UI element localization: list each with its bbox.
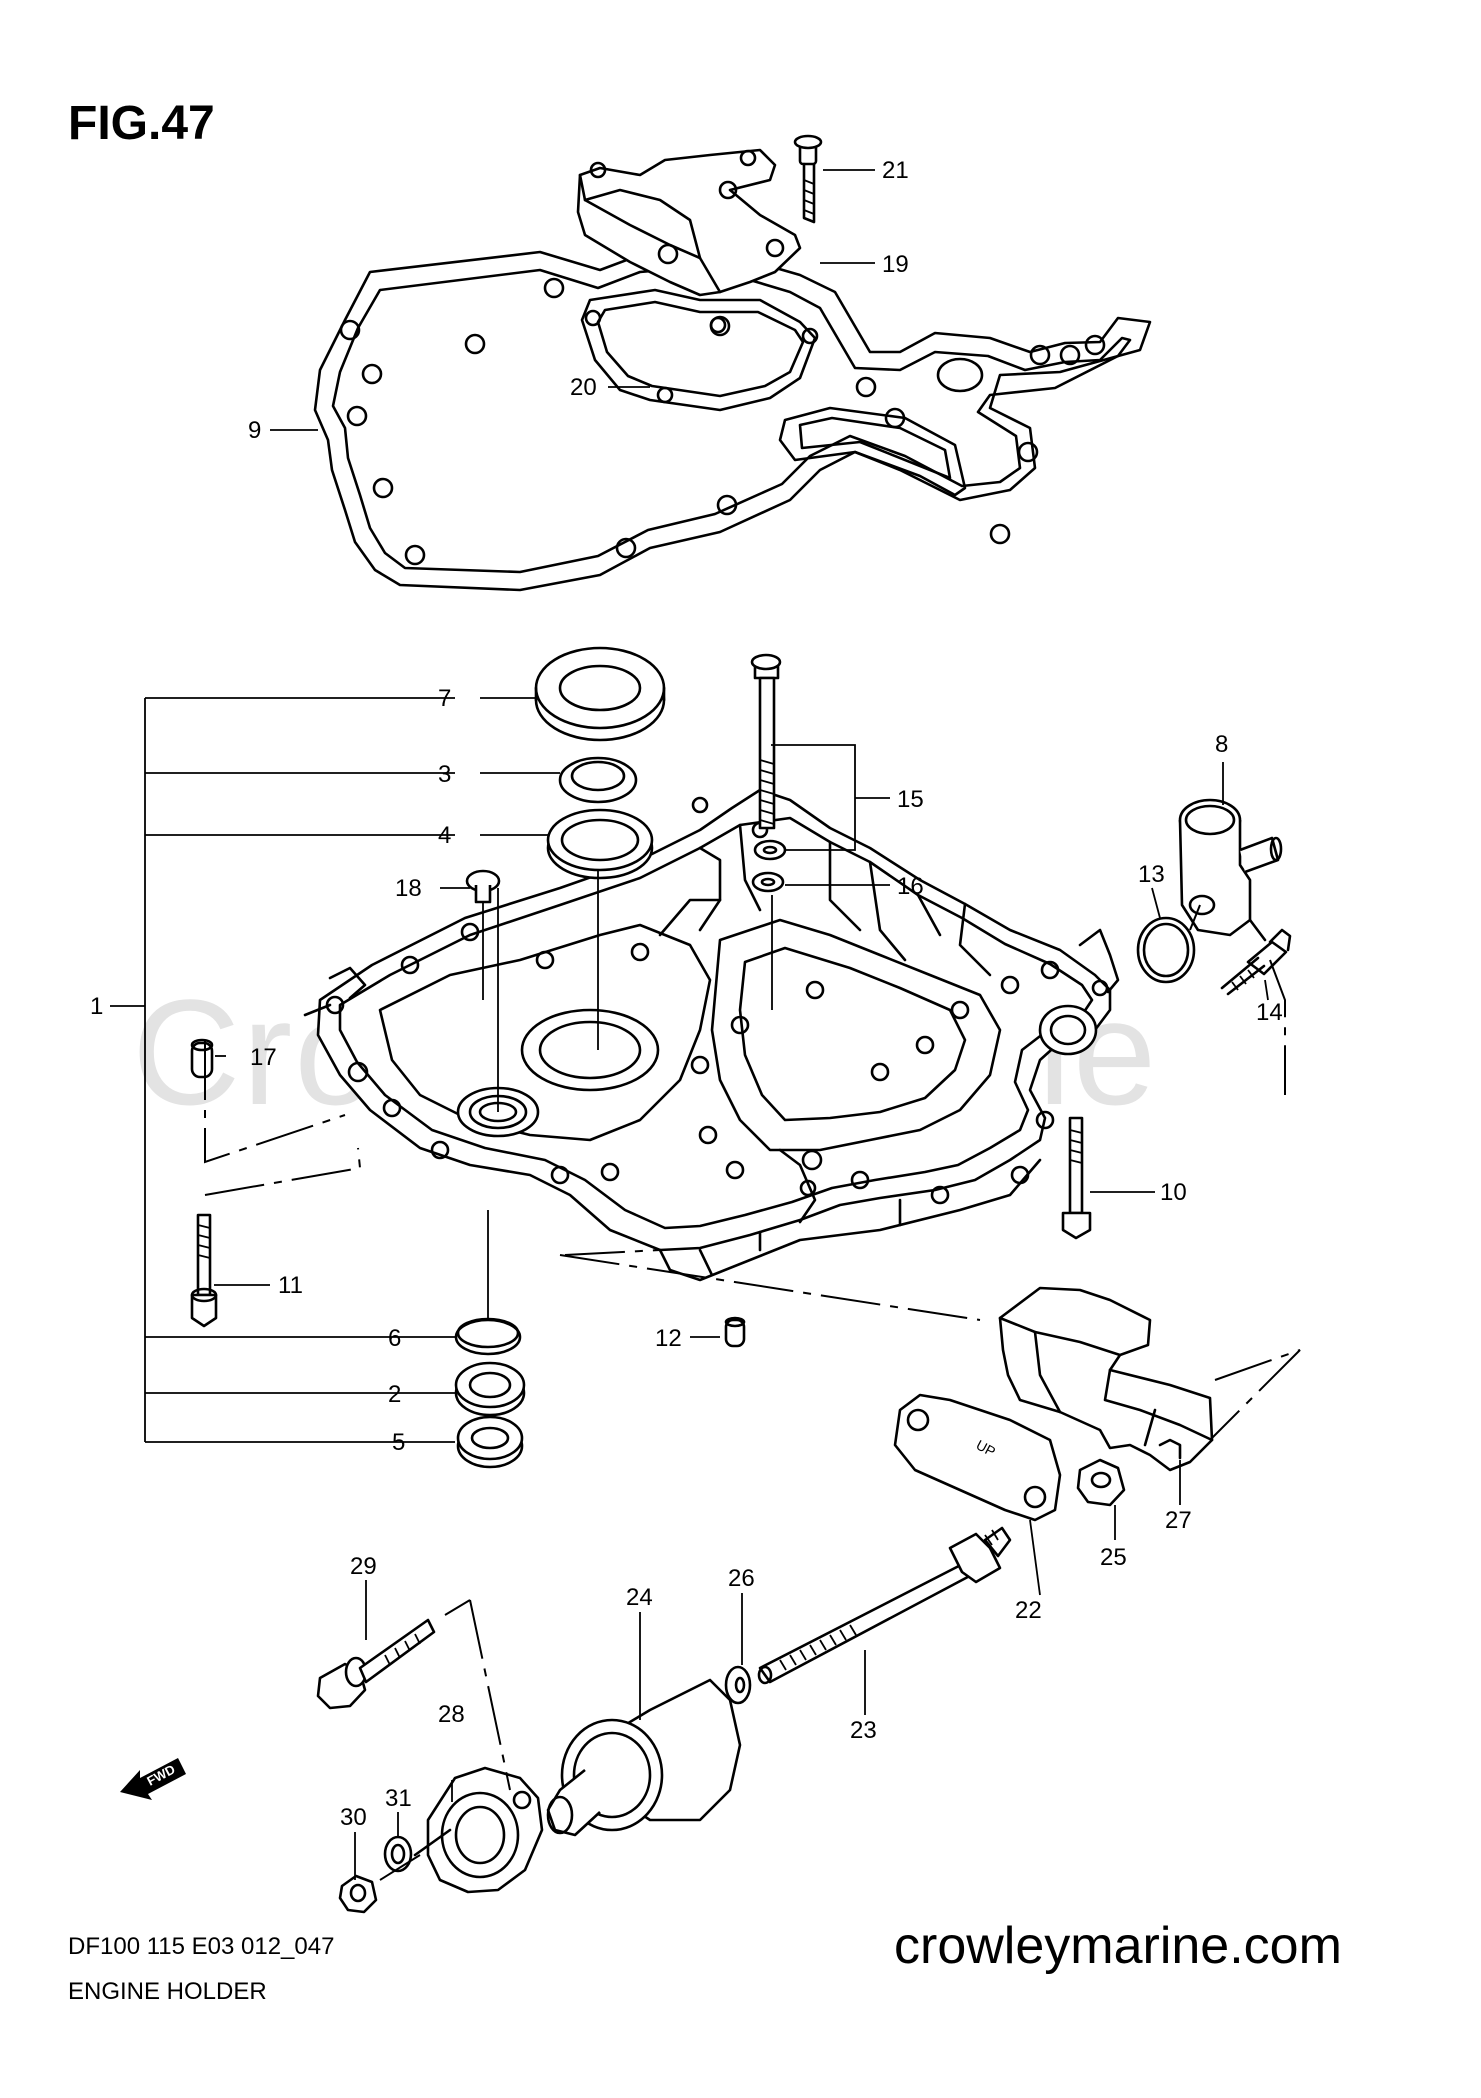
bolt-15	[750, 653, 787, 861]
bolt-11	[190, 1213, 218, 1328]
callout-2: 2	[388, 1381, 401, 1408]
callout-1: 1	[90, 993, 103, 1020]
seal-5	[456, 1415, 524, 1469]
callout-21: 21	[882, 157, 909, 184]
website-link[interactable]: crowleymarine.com	[894, 1917, 1342, 1975]
leader-lines	[214, 169, 1269, 1880]
fwd-arrow-icon: FWD	[120, 1758, 186, 1800]
callout-11: 11	[278, 1272, 303, 1299]
group-bracket-1	[110, 697, 455, 1443]
callout-18: 18	[395, 875, 422, 902]
figure-title: FIG.47	[68, 97, 215, 150]
callout-17: 17	[250, 1044, 277, 1071]
circlip-6	[454, 1317, 522, 1356]
diagram-caption: ENGINE HOLDER	[68, 1978, 267, 2005]
callout-9: 9	[248, 417, 261, 444]
gasket-9	[313, 246, 1152, 592]
nut-30	[338, 1874, 378, 1914]
callout-7: 7	[438, 685, 451, 712]
bolt-29	[316, 1618, 436, 1710]
washer-26	[724, 1665, 752, 1705]
dowel-12	[724, 1316, 746, 1348]
callout-8: 8	[1215, 731, 1228, 758]
cover-19	[576, 148, 802, 297]
diagram-code: DF100 115 E03 012_047	[68, 1933, 335, 1960]
callout-15: 15	[897, 786, 924, 813]
callout-25: 25	[1100, 1544, 1127, 1571]
callout-19: 19	[882, 251, 909, 278]
callout-6: 6	[388, 1325, 401, 1352]
callout-10: 10	[1160, 1179, 1187, 1206]
callout-5: 5	[392, 1429, 405, 1456]
callout-12: 12	[655, 1325, 682, 1352]
housing-28	[413, 1766, 544, 1894]
seal-4	[546, 808, 654, 880]
water-fitting-8	[1178, 798, 1283, 942]
callout-30: 30	[340, 1804, 367, 1831]
bolt-14	[1220, 928, 1292, 996]
engine-holder-1	[303, 788, 1120, 1282]
callout-29: 29	[350, 1553, 377, 1580]
callout-20: 20	[570, 374, 597, 401]
callout-16: 16	[897, 873, 924, 900]
gasket-22: UP	[893, 1393, 1062, 1522]
nut-25	[1076, 1458, 1126, 1507]
bolt-10	[1061, 1116, 1092, 1240]
washer-16	[751, 871, 785, 893]
callout-31: 31	[385, 1785, 412, 1812]
callout-13: 13	[1138, 861, 1165, 888]
plug-18	[465, 869, 501, 904]
gasket-20	[580, 288, 819, 412]
callout-27: 27	[1165, 1507, 1192, 1534]
callout-26: 26	[728, 1565, 755, 1592]
dowel-17	[190, 1038, 214, 1079]
bearing-2	[454, 1361, 526, 1417]
mount-24	[546, 1678, 742, 1837]
bolt-23	[757, 1526, 1012, 1685]
callout-4: 4	[438, 822, 451, 849]
washer-31	[383, 1835, 413, 1873]
callout-3: 3	[438, 761, 451, 788]
callout-22: 22	[1015, 1597, 1042, 1624]
callout-24: 24	[626, 1584, 653, 1611]
o-ring-13	[1136, 916, 1196, 984]
callout-23: 23	[850, 1717, 877, 1744]
bolt-21	[793, 134, 823, 224]
callout-28: 28	[438, 1701, 465, 1728]
assembly-lines	[204, 904, 1301, 1881]
seal-3	[558, 756, 638, 804]
callouts: 1 2 3 4 5 6 7 8 9 10 11 12 13 14 15 16 1…	[90, 157, 1283, 1831]
callout-14: 14	[1256, 999, 1283, 1026]
bearing-7	[534, 646, 666, 742]
bracket-27	[998, 1286, 1214, 1472]
